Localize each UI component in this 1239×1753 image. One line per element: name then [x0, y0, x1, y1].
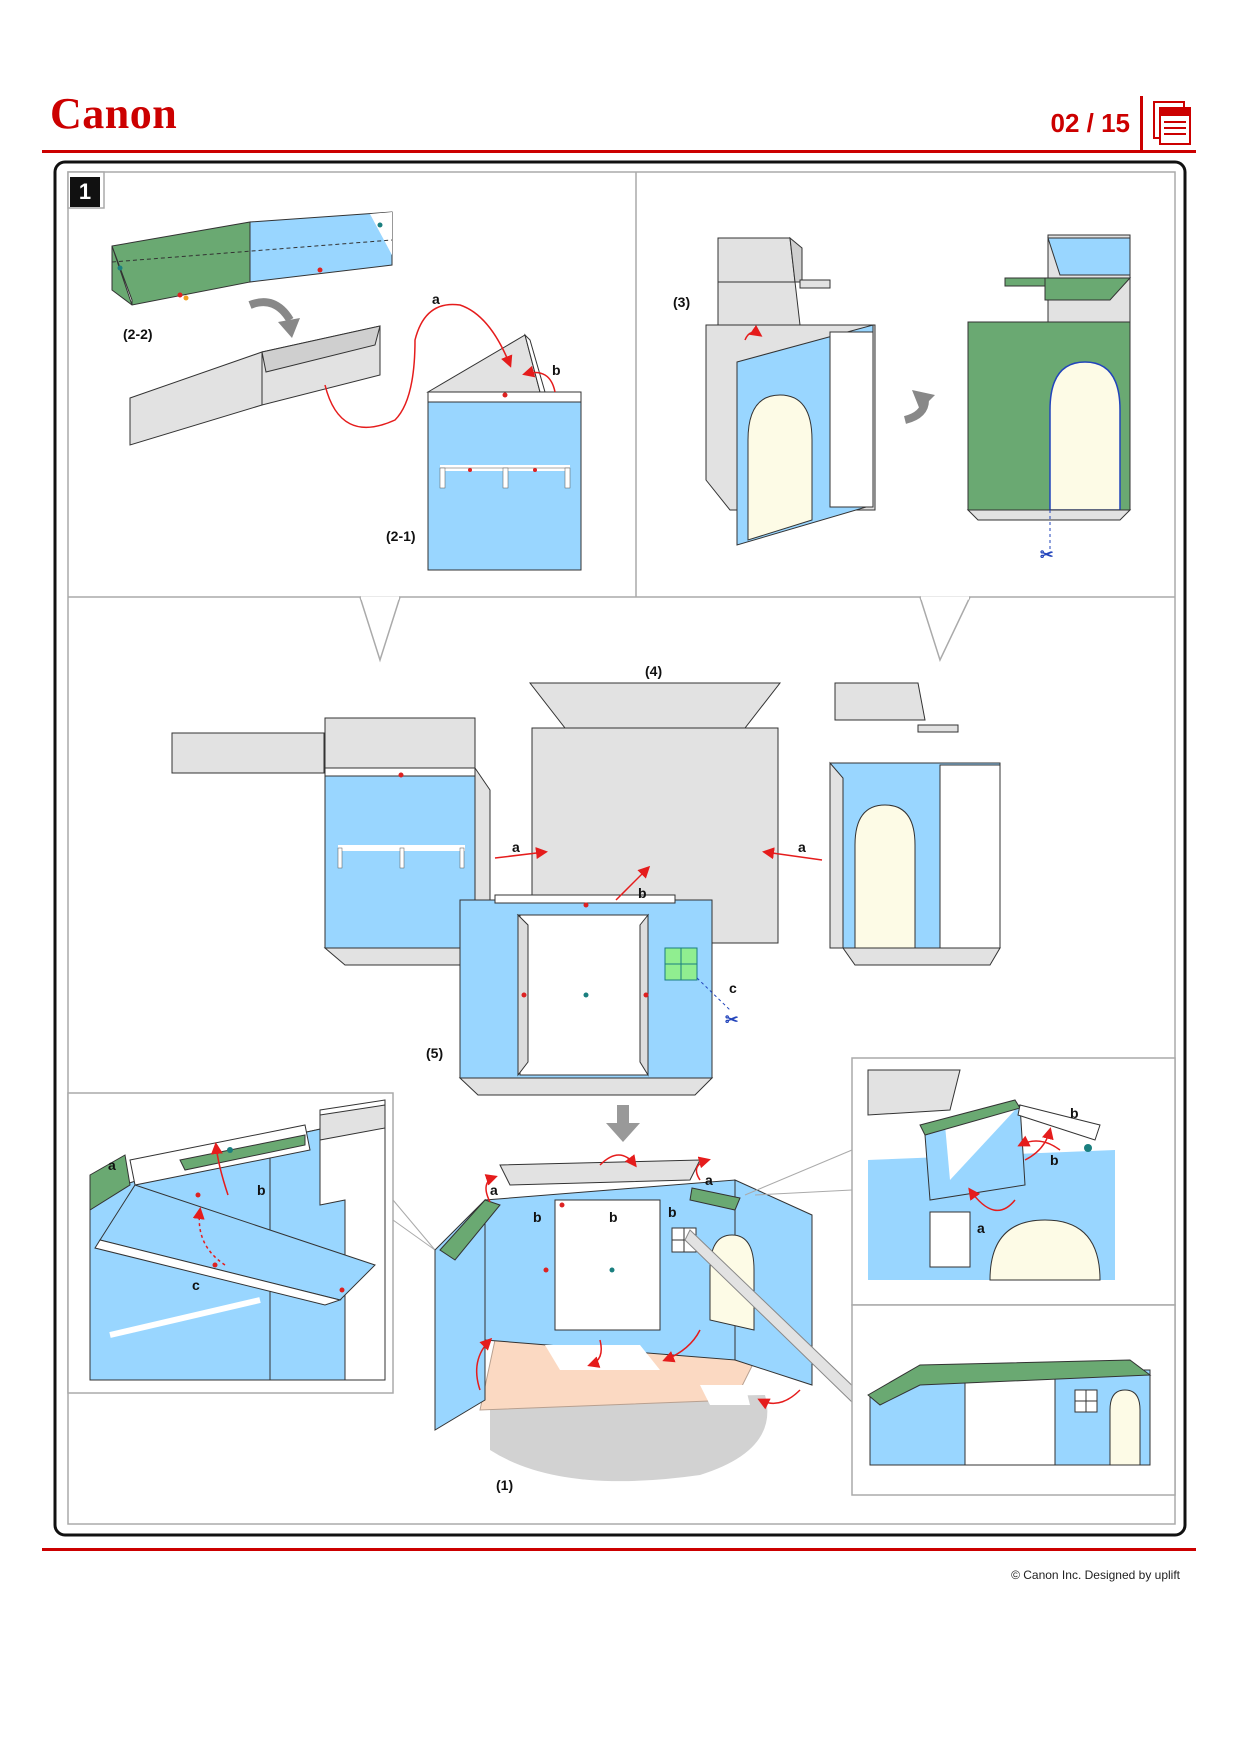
- label-a-4r: a: [798, 839, 806, 855]
- label-5: (5): [426, 1045, 443, 1061]
- copyright-text: © Canon Inc. Designed by uplift: [900, 1568, 1180, 1582]
- label-a-1r: a: [705, 1172, 713, 1188]
- label-b-1c: b: [609, 1209, 618, 1225]
- label-2-1: (2-1): [386, 528, 416, 544]
- label-b-dr2: b: [1050, 1152, 1059, 1168]
- label-a-dl: a: [108, 1157, 116, 1173]
- label-b-4: b: [638, 885, 647, 901]
- scissors-icon: ✂: [725, 1012, 739, 1029]
- label-b-dl: b: [257, 1182, 266, 1198]
- label-a-4l: a: [512, 839, 520, 855]
- label-3: (3): [673, 294, 690, 310]
- label-b-1: b: [552, 362, 561, 378]
- label-a-1l: a: [490, 1182, 498, 1198]
- label-c-4: c: [729, 980, 737, 996]
- label-4: (4): [645, 663, 662, 679]
- step-number: 1: [70, 177, 100, 207]
- footer-rule: [42, 1548, 1196, 1551]
- scissors-icon: ✂: [1040, 547, 1054, 564]
- label-1: (1): [496, 1477, 513, 1493]
- label-a-1: a: [432, 291, 440, 307]
- detail-right-bottom: [868, 1360, 1150, 1465]
- label-2-2: (2-2): [123, 326, 153, 342]
- label-c-dl: c: [192, 1277, 200, 1293]
- label-b-1l: b: [533, 1209, 542, 1225]
- label-b-dr1: b: [1070, 1105, 1079, 1121]
- label-a-dr: a: [977, 1220, 985, 1236]
- label-b-1r: b: [668, 1204, 677, 1220]
